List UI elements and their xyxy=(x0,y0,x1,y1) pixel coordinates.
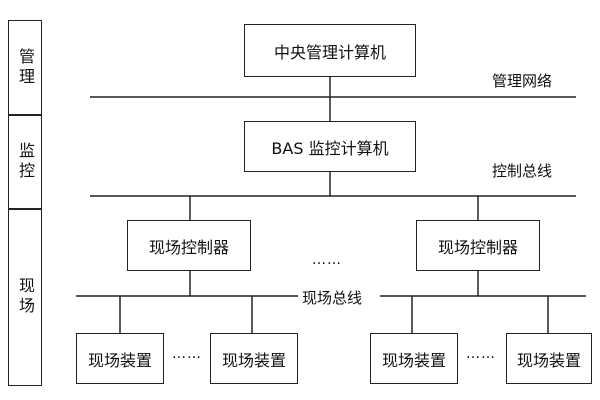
field-bus-label: 现场总线 xyxy=(302,287,363,308)
field-device-3-box: 现场装置 xyxy=(370,333,458,384)
layer-management-label: 管理 xyxy=(16,48,35,88)
devices-right-ellipsis: …… xyxy=(466,346,496,362)
central-computer-box: 中央管理计算机 xyxy=(244,24,416,77)
field-controller-right-label: 现场控制器 xyxy=(437,237,518,257)
bas-computer-box: BAS 监控计算机 xyxy=(244,121,416,172)
field-device-4-label: 现场装置 xyxy=(516,350,581,370)
field-controller-left-box: 现场控制器 xyxy=(127,220,251,271)
field-device-1-box: 现场装置 xyxy=(76,333,164,384)
central-computer-label: 中央管理计算机 xyxy=(273,42,386,62)
bas-computer-label: BAS 监控计算机 xyxy=(271,138,389,158)
field-device-2-label: 现场装置 xyxy=(221,350,286,370)
field-device-1-label: 现场装置 xyxy=(87,350,152,370)
devices-left-ellipsis: …… xyxy=(172,346,202,362)
field-controller-left-label: 现场控制器 xyxy=(148,237,229,257)
field-controller-right-box: 现场控制器 xyxy=(416,220,540,271)
field-device-3-label: 现场装置 xyxy=(381,350,446,370)
management-network-label: 管理网络 xyxy=(492,70,553,91)
controllers-ellipsis: …… xyxy=(312,252,342,268)
layer-field: 现场 xyxy=(8,208,42,386)
control-bus-label: 控制总线 xyxy=(492,160,553,181)
field-device-2-box: 现场装置 xyxy=(210,333,298,384)
field-device-4-box: 现场装置 xyxy=(506,333,592,384)
layer-management: 管理 xyxy=(8,20,42,116)
layer-monitoring-label: 监控 xyxy=(16,142,35,182)
layer-field-label: 现场 xyxy=(16,277,35,317)
layer-monitoring: 监控 xyxy=(8,114,42,210)
